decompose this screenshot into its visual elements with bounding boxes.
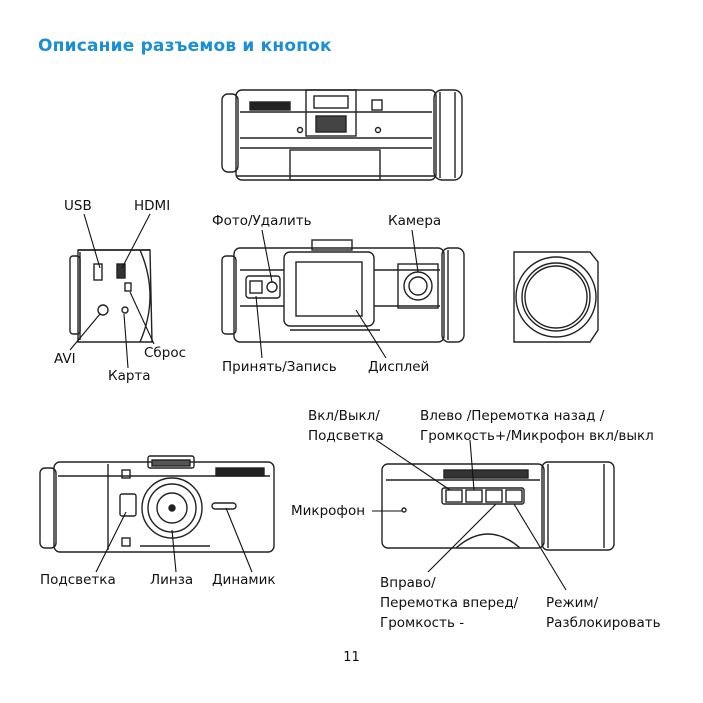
label-hdmi: HDMI [134, 198, 171, 214]
rear-view-drawing [221, 239, 465, 343]
label-speaker: Динамик [212, 572, 276, 588]
label-lens: Линза [150, 572, 194, 588]
front-view-drawing [39, 455, 275, 553]
label-accept-record: Принять/Запись [222, 359, 337, 375]
leader-lines [69, 213, 567, 591]
left-side-drawing [69, 249, 153, 343]
buttons-view-drawing [381, 461, 615, 551]
label-avi: AVI [54, 351, 76, 367]
label-display: Дисплей [368, 359, 430, 375]
label-photo-delete: Фото/Удалить [212, 213, 312, 229]
label-power-line1: Вкл/Выкл/ [308, 408, 380, 424]
label-reset: Сброс [144, 345, 187, 361]
label-microphone: Микрофон [291, 503, 366, 519]
label-power-line2: Подсветка [308, 428, 384, 444]
label-right-line1: Вправо/ [380, 575, 436, 591]
label-usb: USB [64, 198, 92, 214]
label-left-line2: Громкость+/Микрофон вкл/выкл [420, 428, 654, 444]
label-card: Карта [108, 368, 151, 384]
label-backlight: Подсветка [40, 572, 116, 588]
label-camera: Камера [388, 213, 442, 229]
page-title: Описание разъемов и кнопок [38, 36, 332, 56]
label-mode-line1: Режим/ [546, 595, 599, 611]
label-right-line3: Громкость - [380, 615, 465, 631]
label-mode-line2: Разблокировать [546, 615, 661, 631]
label-left-line1: Влево /Перемотка назад / [420, 408, 605, 424]
right-side-drawing [513, 251, 599, 343]
page-number: 11 [343, 650, 360, 665]
label-right-line2: Перемотка вперед/ [380, 595, 519, 611]
top-view-drawing [221, 89, 463, 181]
